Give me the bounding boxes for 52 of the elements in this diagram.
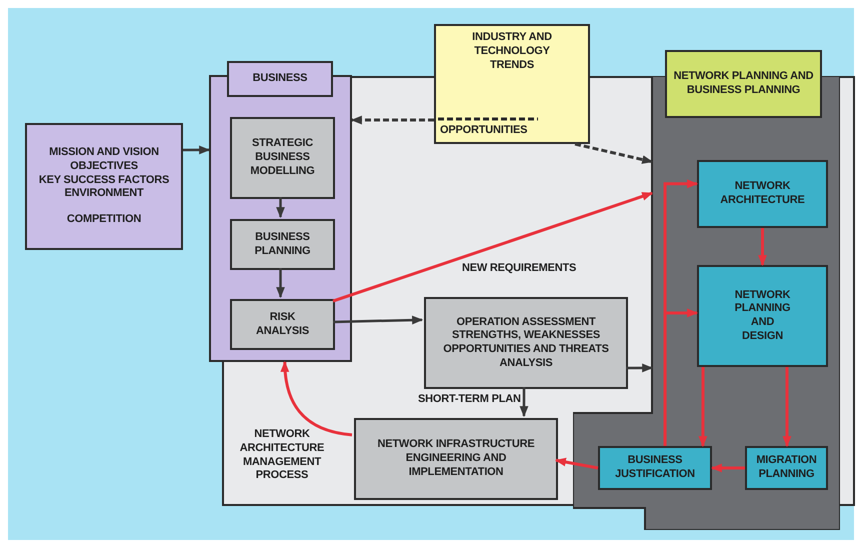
node-label: OPERATION ASSESSMENT (456, 316, 596, 330)
arrow (183, 146, 210, 154)
header-box (665, 50, 822, 118)
node-label: KEY SUCCESS FACTORS (38, 174, 170, 188)
node-label: RISK ANALYSIS (254, 310, 310, 338)
input-box (25, 123, 183, 250)
node-label: OBJECTIVES (70, 160, 138, 174)
arrow (664, 308, 698, 446)
header-box (227, 61, 333, 97)
node-label: INDUSTRY AND TECHNOLOGY TRENDS (471, 31, 553, 72)
process-box (230, 117, 335, 199)
node-label: STRENGTHS, WEAKNESSES OPPORTUNITIES AND THREATS ANALYSIS (442, 329, 610, 370)
node-label: NETWORK PLANNING AND DESIGN (734, 288, 792, 344)
arrow (280, 360, 352, 436)
arrow (520, 387, 528, 418)
process-box (697, 160, 828, 228)
node-label: MIGRATION PLANNING (755, 454, 818, 482)
node-label: NETWORK ARCHITECTURE MANAGEMENT PROCESS (238, 428, 326, 483)
node-label: BUSINESS (252, 72, 308, 86)
business-panel (209, 75, 352, 362)
arrow (332, 316, 424, 324)
arrow (758, 228, 767, 266)
process-box (598, 446, 712, 490)
arrow (350, 116, 434, 124)
flow-label: NEW REQUIREMENTS (462, 262, 576, 274)
process-box (230, 219, 335, 270)
arrow (276, 268, 285, 298)
arrow (276, 197, 285, 218)
arrow (698, 367, 708, 448)
arrow (710, 464, 745, 472)
node-label: STRATEGIC BUSINESS MODELLING (249, 137, 316, 179)
node-label: MISSION AND VISION (49, 146, 159, 160)
arrow (626, 364, 654, 372)
process-box (745, 446, 828, 490)
process-box (697, 265, 828, 367)
arrow (574, 142, 654, 164)
arrow (332, 192, 654, 302)
arrow (782, 367, 792, 448)
trends-box (434, 24, 590, 144)
node-label: BUSINESS JUSTIFICATION (614, 454, 696, 482)
node-label: NETWORK INFRASTRUCTURE ENGINEERING AND IMPLEMENTATION (376, 438, 536, 480)
node-label: BUSINESS PLANNING (254, 230, 312, 258)
node-label: OPPORTUNITIES (440, 124, 528, 138)
process-box (230, 299, 335, 350)
node-label: ENVIRONMENT (64, 187, 144, 202)
flow-label: SHORT-TERM PLAN (418, 393, 521, 405)
process-box (424, 297, 628, 389)
node-label: NETWORK PLANNING AND BUSINESS PLANNING (672, 70, 814, 98)
node-label: NETWORK ARCHITECTURE (719, 180, 806, 208)
process-box (354, 418, 558, 500)
node-label: COMPETITION (66, 213, 142, 227)
arrow (554, 458, 598, 470)
